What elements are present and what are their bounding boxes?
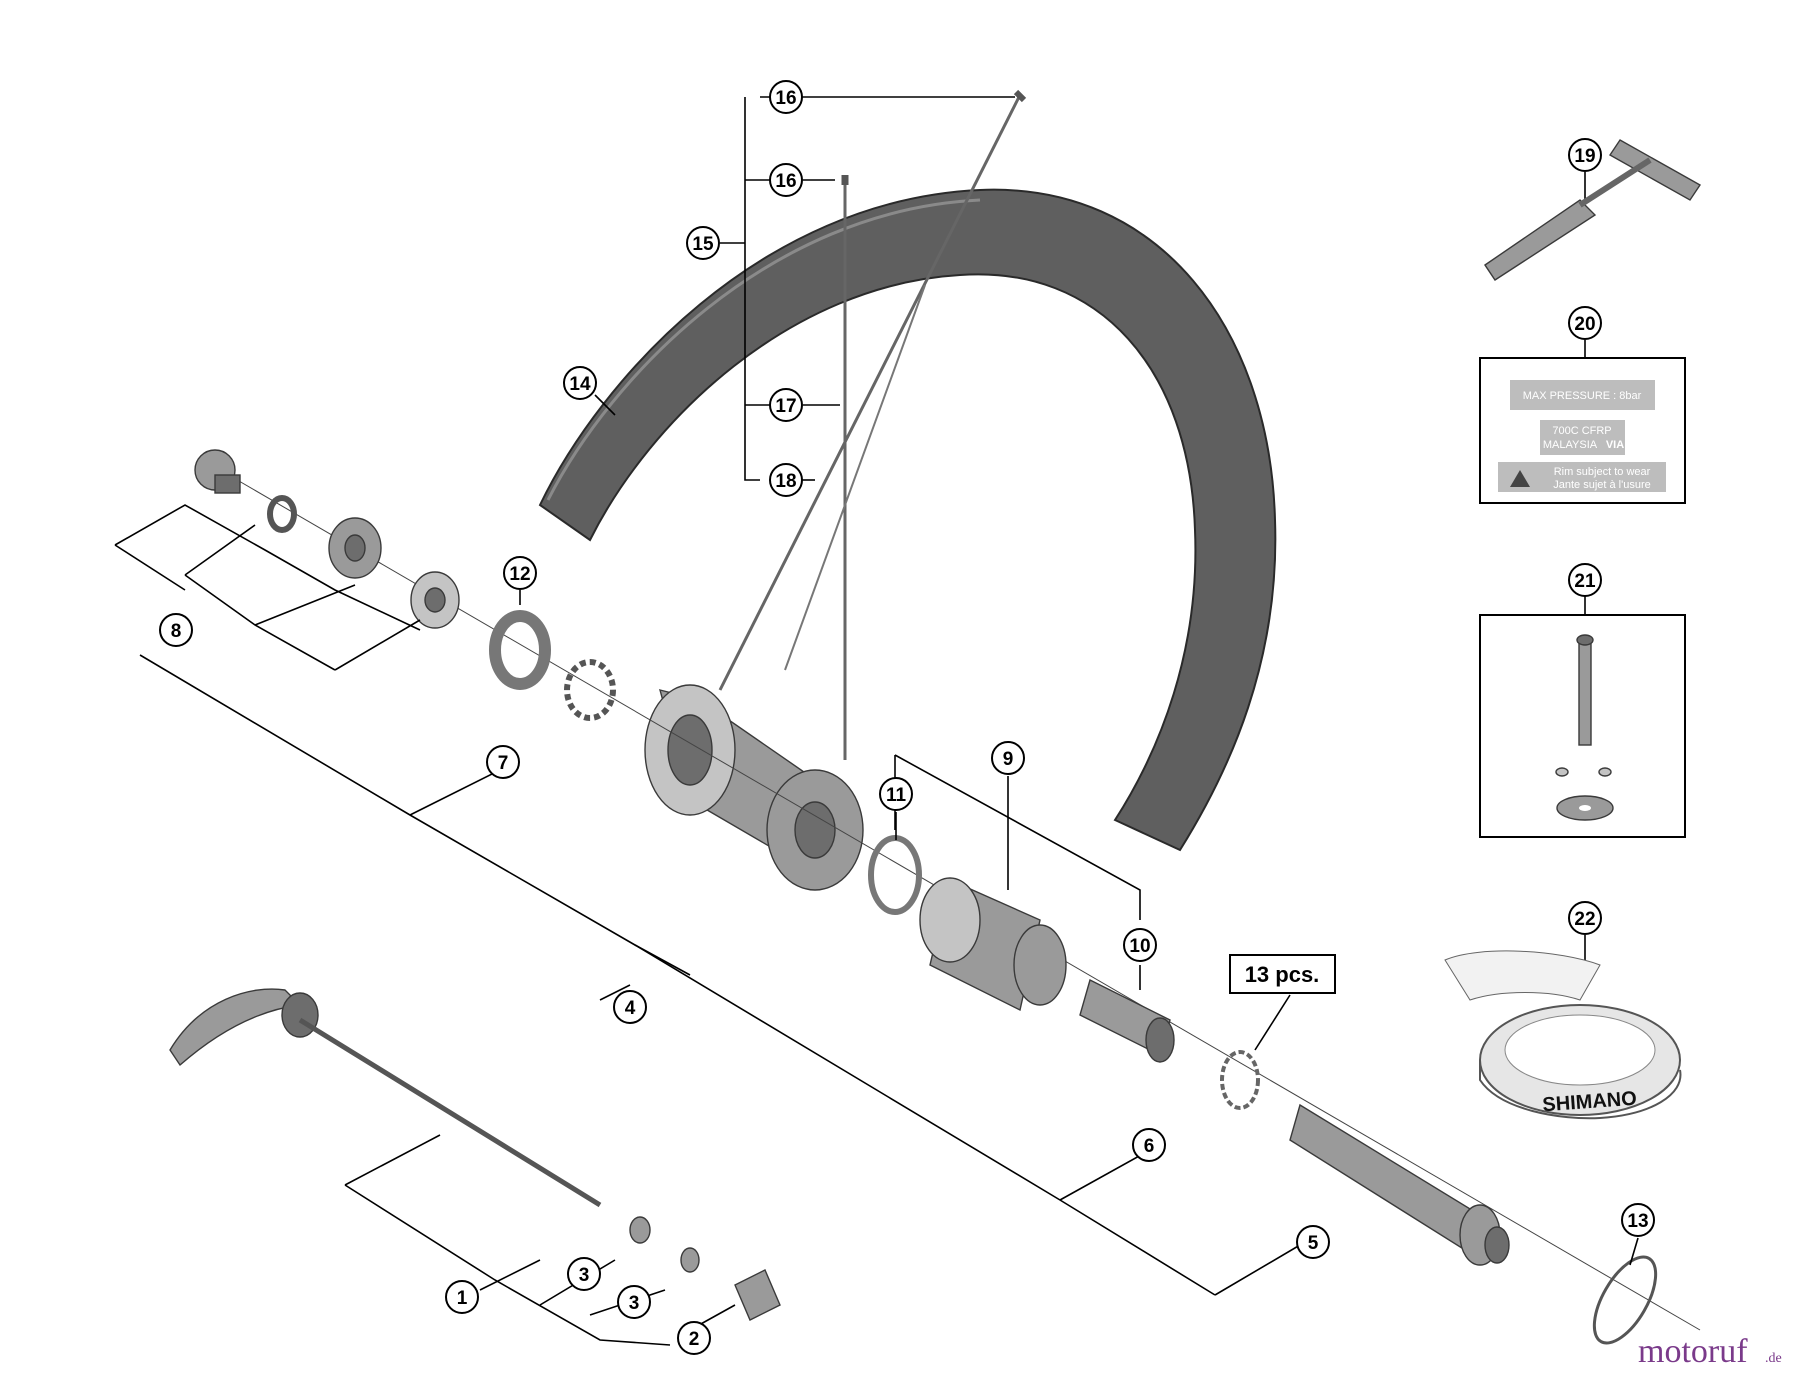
callout-7: 7 xyxy=(486,745,520,779)
callout-12: 12 xyxy=(503,556,537,590)
svg-text:5: 5 xyxy=(1308,1233,1319,1254)
callout-4: 4 xyxy=(613,990,647,1024)
svg-text:14: 14 xyxy=(569,374,591,395)
callout-18: 18 xyxy=(769,463,803,497)
callout-20: 20 xyxy=(1568,306,1602,340)
svg-text:13: 13 xyxy=(1627,1211,1648,1232)
svg-text:19: 19 xyxy=(1574,146,1595,167)
rim-label-warning-en: Rim subject to wear xyxy=(1554,466,1651,478)
callout-16-top: 16 xyxy=(769,80,803,114)
callout-1: 1 xyxy=(445,1280,479,1314)
svg-text:4: 4 xyxy=(625,998,636,1019)
callout-16-mid: 16 xyxy=(769,163,803,197)
callout-13: 13 xyxy=(1621,1203,1655,1237)
rim-label-brand: VIA xyxy=(1606,439,1624,451)
svg-text:3: 3 xyxy=(629,1293,640,1314)
spoke-wrench-tool xyxy=(1484,139,1702,281)
svg-text:10: 10 xyxy=(1129,936,1150,957)
rim-tape-roll xyxy=(1444,950,1682,1120)
spokes xyxy=(718,89,1027,760)
callout-14: 14 xyxy=(563,366,597,400)
watermark-tld: .de xyxy=(1765,1351,1782,1366)
freehub-parts xyxy=(868,835,1260,1110)
callout-8: 8 xyxy=(159,613,193,647)
svg-text:21: 21 xyxy=(1574,571,1596,592)
rim-label-spec2: MALAYSIA xyxy=(1543,439,1598,451)
svg-text:20: 20 xyxy=(1574,314,1595,335)
rim-label-warning-fr: Jante sujet à l'usure xyxy=(1553,479,1651,491)
rim-label-spec1: 700C CFRP xyxy=(1552,425,1611,437)
callout-19: 19 xyxy=(1568,138,1602,172)
bearing-count-note: 13 pcs. xyxy=(1229,954,1336,994)
svg-text:2: 2 xyxy=(689,1329,700,1350)
svg-text:8: 8 xyxy=(171,621,182,642)
svg-text:13 pcs.: 13 pcs. xyxy=(1245,962,1320,987)
tubeless-valve-box xyxy=(1479,614,1686,838)
svg-text:18: 18 xyxy=(775,471,796,492)
callout-3-upper: 3 xyxy=(567,1257,601,1291)
svg-text:7: 7 xyxy=(498,753,509,774)
svg-text:17: 17 xyxy=(775,396,796,417)
callout-2: 2 xyxy=(677,1321,711,1355)
callout-5: 5 xyxy=(1296,1225,1330,1259)
svg-text:1: 1 xyxy=(457,1288,468,1309)
hub-body xyxy=(644,684,864,891)
watermark-name: motoruf xyxy=(1638,1333,1748,1370)
callout-3-lower: 3 xyxy=(617,1285,651,1319)
rim-label-pressure: MAX PRESSURE : 8bar xyxy=(1523,390,1642,402)
callout-15: 15 xyxy=(686,226,720,260)
rim xyxy=(538,188,1277,852)
callout-22: 22 xyxy=(1568,901,1602,935)
callout-11: 11 xyxy=(879,777,913,811)
svg-text:16: 16 xyxy=(775,171,796,192)
callout-9: 9 xyxy=(991,741,1025,775)
svg-text:15: 15 xyxy=(692,234,714,255)
svg-text:11: 11 xyxy=(886,785,907,806)
svg-text:9: 9 xyxy=(1003,749,1014,770)
callout-21: 21 xyxy=(1568,563,1602,597)
svg-text:6: 6 xyxy=(1144,1136,1155,1157)
svg-text:12: 12 xyxy=(509,564,530,585)
axle xyxy=(1289,1103,1658,1345)
svg-text:16: 16 xyxy=(775,88,796,109)
quick-release xyxy=(169,988,781,1321)
svg-text:22: 22 xyxy=(1574,909,1595,930)
callout-17: 17 xyxy=(769,388,803,422)
rim-label-sticker xyxy=(1479,357,1686,504)
leader-lines xyxy=(114,96,1639,1346)
svg-text:3: 3 xyxy=(579,1265,590,1286)
callout-6: 6 xyxy=(1132,1128,1166,1162)
callout-10: 10 xyxy=(1123,928,1157,962)
